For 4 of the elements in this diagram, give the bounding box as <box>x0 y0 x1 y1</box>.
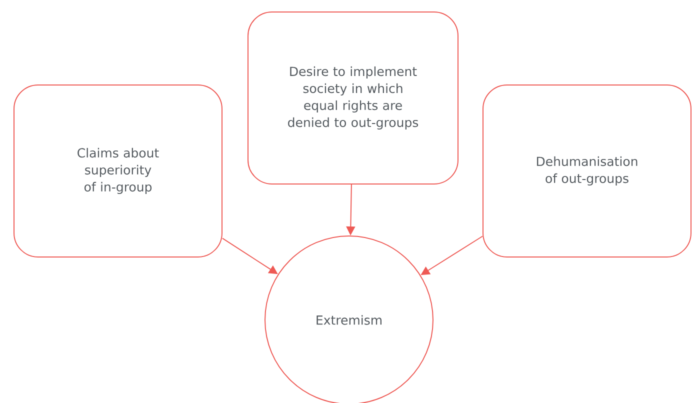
arrow <box>222 238 278 274</box>
rounded-box: Claims about superiority of in-group <box>14 84 222 258</box>
rounded-box: Dehumanisation of out-groups <box>482 84 692 258</box>
rounded-box: Desire to implement society in which equal rights are denied to out-groups <box>248 12 458 184</box>
